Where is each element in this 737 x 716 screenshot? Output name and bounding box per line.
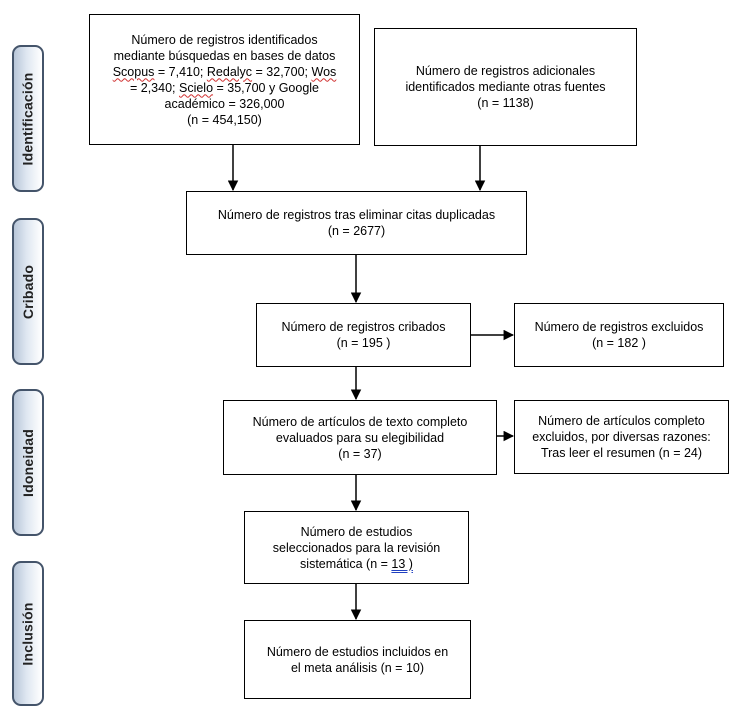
included-line2: el meta análisis (n = 10) bbox=[290, 660, 425, 675]
redalyc-count: = 32,700; bbox=[252, 64, 312, 79]
fulltext-assessed-box: Número de artículos de texto completo ev… bbox=[223, 400, 497, 475]
excluded-records-box: Número de registros excluidos (n = 182 ) bbox=[514, 303, 724, 367]
identified-line3: Scopus = 7,410; Redalyc = 32,700; Wos bbox=[113, 64, 337, 80]
excluded-line1: Número de registros excluidos bbox=[534, 320, 704, 334]
screened-records-box: Número de registros cribados (n = 195 ) bbox=[256, 303, 471, 367]
scopus-text: Scopus bbox=[112, 64, 155, 79]
additional-line2: identificados mediante otras fuentes bbox=[405, 80, 606, 94]
included-studies-box: Número de estudios incluidos en el meta … bbox=[244, 620, 471, 699]
stage-cribado-label: Cribado bbox=[12, 218, 44, 365]
stage-idoneidad-text: Idoneidad bbox=[20, 428, 37, 497]
scielo-count: = 35,700 y Google bbox=[213, 80, 320, 95]
selected-line1: Número de estudios bbox=[300, 524, 413, 539]
fulltext-excluded-box: Número de artículos completo excluidos, … bbox=[514, 400, 729, 474]
stage-identificacion-label: Identificación bbox=[12, 45, 44, 192]
selected-studies-box: Número de estudios seleccionados para la… bbox=[244, 511, 469, 584]
fulltext-excluded-line1: Número de artículos completo bbox=[538, 414, 705, 428]
screened-line2: (n = 195 ) bbox=[336, 336, 391, 350]
stage-inclusion-text: Inclusión bbox=[20, 601, 36, 666]
selected-line3: sistemática (n = 13 ) bbox=[300, 556, 413, 572]
identified-line4: = 2,340; Scielo = 35,700 y Google bbox=[130, 80, 319, 96]
selected-line3-prefix: sistemática (n = bbox=[300, 556, 392, 571]
fulltext-excluded-line3: Tras leer el resumen (n = 24) bbox=[540, 446, 703, 460]
wos-text: Wos bbox=[311, 64, 337, 79]
identified-line5: académico = 326,000 bbox=[164, 96, 285, 111]
deduplicated-line2: (n = 2677) bbox=[327, 224, 386, 238]
fulltext-excluded-line2: excluidos, por diversas razones: bbox=[532, 430, 711, 444]
deduplicated-line1: Número de registros tras eliminar citas … bbox=[217, 208, 496, 222]
selected-count: 13 ) bbox=[391, 556, 413, 571]
fulltext-line3: (n = 37) bbox=[338, 446, 382, 461]
identified-records-box: Número de registros identificados median… bbox=[89, 14, 360, 145]
additional-line1: Número de registros adicionales bbox=[415, 64, 596, 78]
selected-line2: seleccionados para la revisión bbox=[272, 540, 441, 555]
additional-records-box: Número de registros adicionales identifi… bbox=[374, 28, 637, 146]
stage-cribado-text: Cribado bbox=[20, 264, 37, 319]
stage-identificacion-text: Identificación bbox=[20, 71, 37, 166]
scielo-text: Scielo bbox=[178, 80, 214, 95]
fulltext-line2: evaluados para su elegibilidad bbox=[275, 430, 445, 445]
wos-count: = 2,340; bbox=[129, 80, 179, 95]
screened-line1: Número de registros cribados bbox=[281, 320, 446, 334]
identified-line1: Número de registros identificados bbox=[131, 32, 318, 47]
stage-idoneidad-label: Idoneidad bbox=[12, 389, 44, 536]
additional-line3: (n = 1138) bbox=[477, 96, 534, 110]
included-line1: Número de estudios incluidos en bbox=[266, 644, 449, 659]
excluded-line2: (n = 182 ) bbox=[592, 336, 646, 350]
fulltext-line1: Número de artículos de texto completo bbox=[252, 414, 468, 429]
identified-line6: (n = 454,150) bbox=[187, 112, 262, 127]
deduplicated-records-box: Número de registros tras eliminar citas … bbox=[186, 191, 527, 255]
identified-line2: mediante búsquedas en bases de datos bbox=[113, 48, 336, 63]
scopus-count: = 7,410; bbox=[154, 64, 207, 79]
redalyc-text: Redalyc bbox=[206, 64, 253, 79]
stage-inclusion-label: Inclusión bbox=[12, 561, 44, 706]
